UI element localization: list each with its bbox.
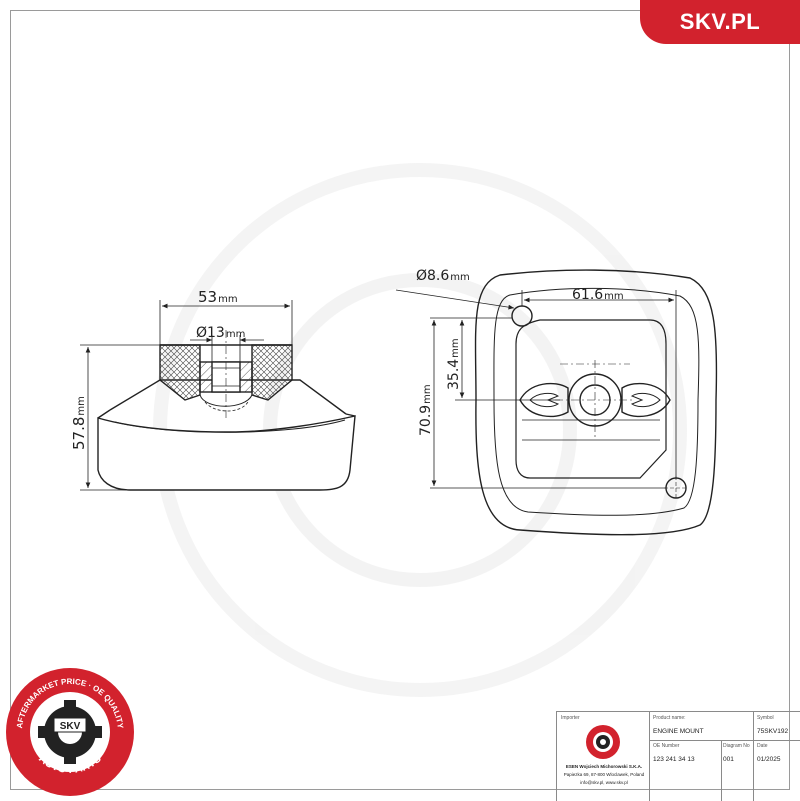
title-block: Importer ESEN Wojciech Michorowski S.K.A… bbox=[556, 711, 800, 801]
diagram-label: Diagram No bbox=[723, 743, 750, 749]
date-value: 01/2025 bbox=[757, 756, 781, 763]
top-dimensions bbox=[395, 289, 677, 489]
dim-height-center: 35.4mm bbox=[446, 338, 462, 390]
dim-hole-spacing: 61.6mm bbox=[572, 287, 624, 303]
dim-diameter-inner: Ø13mm bbox=[196, 325, 245, 341]
oe-value: 123 241 34 13 bbox=[653, 756, 695, 763]
base-body bbox=[97, 415, 356, 491]
oe-label: OE Number bbox=[653, 743, 680, 749]
side-view bbox=[97, 330, 356, 491]
importer-name: ESEN Wojciech Michorowski S.K.A. bbox=[565, 764, 643, 769]
skv-auto-parts-badge: AFTERMARKET PRICE · OE QUALITY AUTO PART… bbox=[6, 668, 134, 796]
dim-height-total: 70.9mm bbox=[418, 384, 434, 436]
importer-label: Importer bbox=[561, 715, 580, 721]
drawing-frame bbox=[10, 10, 790, 790]
product-label: Product name: bbox=[653, 715, 686, 721]
mount-plate bbox=[515, 319, 667, 479]
brand-tab[interactable]: SKV.PL bbox=[640, 0, 800, 44]
symbol-label: Symbol bbox=[757, 715, 774, 721]
product-value: ENGINE MOUNT bbox=[653, 728, 704, 735]
dim-height-left: 57.8mm bbox=[70, 396, 88, 450]
badge-center: SKV bbox=[60, 721, 81, 732]
dim-hole-diameter: Ø8.6mm bbox=[416, 268, 470, 284]
date-label: Date bbox=[757, 743, 768, 749]
dim-width-outer: 53mm bbox=[198, 288, 238, 306]
brand-site: SKV.PL bbox=[679, 9, 761, 34]
symbol-value: 75SKV192 bbox=[757, 728, 789, 735]
importer-address: Papiezka 69, 87-800 Wloclawek, Poland bbox=[563, 772, 645, 777]
importer-logo-icon bbox=[586, 725, 620, 759]
rubber-section-right bbox=[251, 344, 293, 401]
importer-contact[interactable]: info@skv.pl, www.skv.pl bbox=[580, 780, 628, 785]
side-dimensions bbox=[80, 300, 293, 491]
diagram-value: 001 bbox=[723, 756, 734, 763]
lobe-right bbox=[621, 382, 671, 418]
